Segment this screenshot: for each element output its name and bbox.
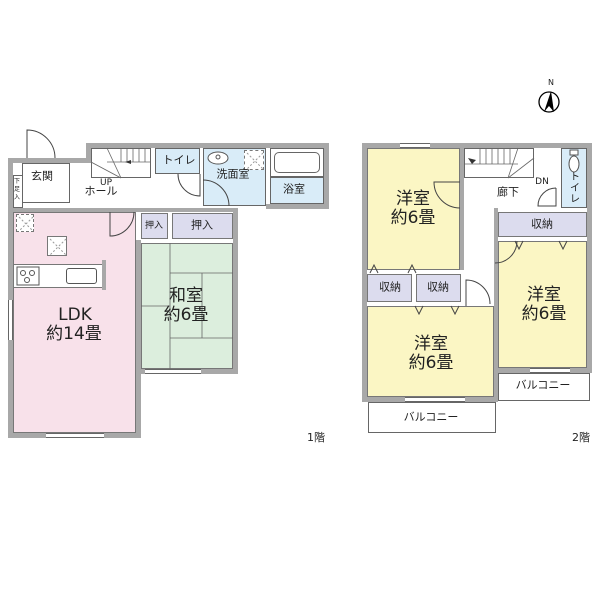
geta-label: 下足入 — [14, 178, 21, 201]
fridge-space-icon — [16, 214, 34, 232]
kitchen-partition — [102, 260, 106, 290]
dn-label: DN — [535, 176, 549, 187]
toilet-door-icon — [177, 173, 201, 197]
western1-window-top[interactable] — [400, 143, 430, 148]
balcony-right — [498, 373, 590, 401]
room-western-2 — [367, 306, 494, 397]
floor2-plan: 洋室 約6畳 DN 廊下 トイレ 収納 洋室 約6畳 収納 収納 — [362, 143, 592, 444]
f1-wall-left — [8, 160, 13, 437]
f1-wall-right-washitsu — [233, 209, 238, 373]
ldk-window-left[interactable] — [8, 300, 13, 340]
f2-wall-top — [362, 143, 592, 148]
washroom-door-icon — [202, 179, 230, 207]
western1-door-icon — [433, 181, 461, 209]
room-western-3 — [498, 241, 587, 368]
genkan-label: 玄関 — [31, 169, 53, 183]
f1-wall-top-genkan — [8, 158, 88, 163]
up-label: UP — [99, 177, 113, 188]
storage-left2-label: 収納 — [427, 280, 449, 294]
storage-left1-label: 収納 — [379, 280, 401, 294]
toilet-f1-label: トイレ — [162, 153, 196, 167]
sink-icon — [207, 151, 229, 165]
ldk-window-bottom[interactable] — [46, 433, 104, 438]
hall-label: ホール — [84, 184, 118, 198]
toilet-f2-label: トイレ — [570, 172, 580, 205]
room-ldk — [13, 212, 136, 433]
closet-doors-top-icon — [369, 263, 417, 274]
bath-label: 浴室 — [283, 182, 305, 196]
ldk-door-icon — [109, 211, 135, 237]
north-arrow-icon — [538, 91, 560, 113]
f1-wall-bottom-bath — [266, 204, 329, 209]
western1-size-label: 約6畳 — [390, 208, 436, 229]
toilet-bowl-icon — [568, 149, 580, 173]
compass-north-label: N — [548, 78, 554, 87]
compass: N — [536, 78, 566, 118]
room-toilet-f1 — [155, 148, 200, 174]
western2-size-label: 約6畳 — [408, 353, 454, 374]
kitchen-sink — [66, 268, 97, 284]
vent-icon — [47, 236, 67, 256]
f2-wall-right — [587, 143, 592, 373]
western1-name-label: 洋室 — [396, 189, 430, 210]
room-geta-box — [13, 175, 23, 208]
floor1-plan: 玄関 下足入 UP ホール トイレ 洗面室 浴室 — [0, 0, 340, 450]
oshiire-small-label: 押入 — [144, 220, 164, 231]
floor1-label: 1階 — [307, 431, 325, 444]
room-genkan — [22, 163, 70, 203]
oshiire-small — [141, 213, 168, 239]
ldk-size-label: 約14畳 — [46, 324, 102, 345]
f2-wall-mid-v2 — [494, 208, 498, 398]
washer-space-icon — [244, 150, 264, 170]
western2-door-icon — [465, 279, 491, 306]
balcony-bottom-label: バルコニー — [403, 410, 459, 424]
tatami-lines — [141, 243, 233, 369]
washitsu-name-label: 和室 — [169, 286, 203, 307]
room-bath — [270, 177, 324, 204]
ldk-name-label: LDK — [58, 305, 92, 326]
oshiire-large-label: 押入 — [191, 218, 213, 232]
closet-doors-icon — [514, 240, 568, 251]
stairs-lines-icon — [90, 147, 151, 179]
stove-icon — [16, 266, 40, 286]
stairs-f2-lines-icon — [464, 147, 535, 179]
stairs-f2 — [464, 148, 534, 178]
washroom-label: 洗面室 — [216, 167, 250, 181]
western2-window-bottom[interactable] — [405, 397, 465, 402]
western3-name-label: 洋室 — [527, 285, 561, 306]
f1-wall-vert-hall — [86, 143, 91, 163]
entrance-door-icon — [26, 129, 56, 159]
storage-right-label: 収納 — [531, 217, 553, 231]
balcony-right-label: バルコニー — [515, 378, 571, 392]
toilet-f2-door-icon — [537, 187, 557, 207]
room-western-1 — [367, 148, 460, 270]
washitsu-window-bottom[interactable] — [145, 369, 201, 374]
western3-window-bottom[interactable] — [530, 368, 570, 373]
closet-doors-bottom-icon — [414, 305, 460, 316]
floor2-label: 2階 — [572, 431, 590, 444]
storage-left-2 — [416, 274, 461, 302]
oshiire-large — [172, 213, 233, 239]
balcony-bottom — [368, 402, 496, 433]
bathtub-inner — [274, 152, 320, 173]
western3-size-label: 約6畳 — [521, 304, 567, 325]
f1-wall-top-hall — [86, 143, 328, 148]
western2-name-label: 洋室 — [414, 334, 448, 355]
washitsu-size-label: 約6畳 — [163, 305, 209, 326]
corridor-label: 廊下 — [497, 185, 519, 199]
western3-door-icon — [494, 240, 518, 264]
storage-right — [498, 212, 587, 237]
f1-wall-mid-h — [8, 208, 238, 212]
storage-left-1 — [367, 274, 412, 302]
f2-wall-left — [362, 143, 367, 401]
f1-wall-right-ldk — [136, 240, 141, 438]
f1-wall-right — [324, 143, 329, 209]
f2-wall-mid-v — [460, 148, 464, 270]
